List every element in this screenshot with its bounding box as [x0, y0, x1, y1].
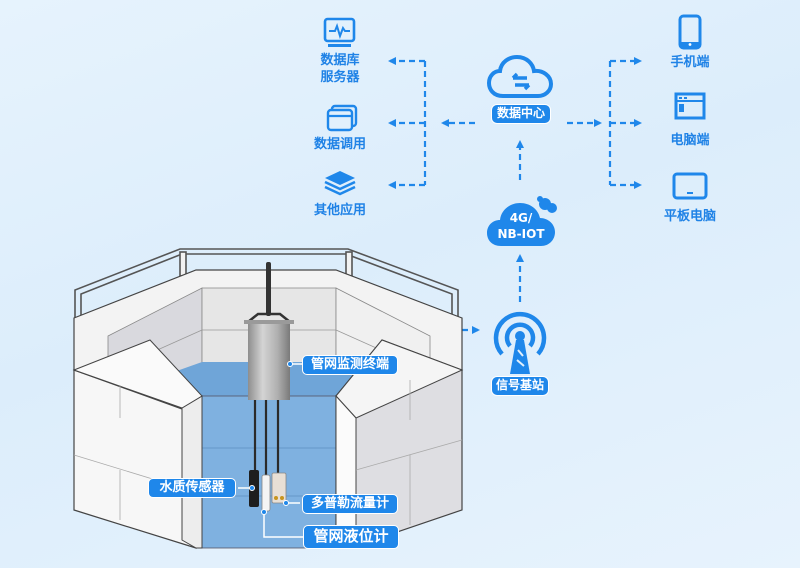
railing	[74, 248, 459, 357]
phone-label: 手机端	[670, 55, 710, 70]
base-station-node: 信号基站	[488, 308, 552, 398]
tablet-icon	[672, 172, 708, 200]
layers-icon	[324, 171, 356, 196]
phone-icon	[678, 14, 702, 50]
monitoring-terminal	[248, 324, 290, 400]
base-station-label: 信号基站	[491, 376, 549, 396]
cloud-sync-icon	[486, 54, 554, 98]
level-gauge-label: 管网液位计	[303, 525, 399, 549]
other-apps-node: 其他应用	[305, 170, 375, 218]
tablet-label: 平板电脑	[663, 209, 716, 224]
cloud-icon	[487, 196, 557, 246]
water-quality-label: 水质传感器	[148, 478, 236, 498]
monitor-pulse-icon	[323, 17, 356, 47]
pc-node: 电脑端	[660, 92, 720, 148]
phone-node: 手机端	[660, 14, 720, 70]
database-server-node: 数据库 服务器	[310, 16, 370, 86]
doppler-label: 多普勒流量计	[302, 494, 398, 514]
network-line2: NB-IOT	[497, 227, 545, 241]
terminal-label: 管网监测终端	[302, 355, 398, 375]
data-call-label: 数据调用	[313, 137, 366, 152]
water-shaft	[201, 395, 337, 549]
signal-tower-icon	[493, 311, 547, 374]
pc-label: 电脑端	[670, 133, 710, 148]
database-server-label-line2: 服务器	[320, 70, 360, 85]
data-center-node: 数据中心	[485, 52, 557, 128]
network-node: 4G/ NB-IOT	[485, 190, 565, 250]
browser-window-icon	[674, 92, 706, 120]
data-call-node: 数据调用	[305, 104, 375, 152]
level-gauge	[261, 474, 271, 512]
tablet-node: 平板电脑	[655, 172, 725, 224]
other-apps-label: 其他应用	[313, 203, 366, 218]
network-line1: 4G/	[509, 211, 533, 225]
doppler-flowmeter	[271, 472, 287, 504]
database-server-label-line1: 数据库	[320, 53, 360, 68]
antenna	[266, 262, 271, 316]
windows-stack-icon	[326, 104, 358, 132]
data-center-label: 数据中心	[491, 104, 551, 124]
